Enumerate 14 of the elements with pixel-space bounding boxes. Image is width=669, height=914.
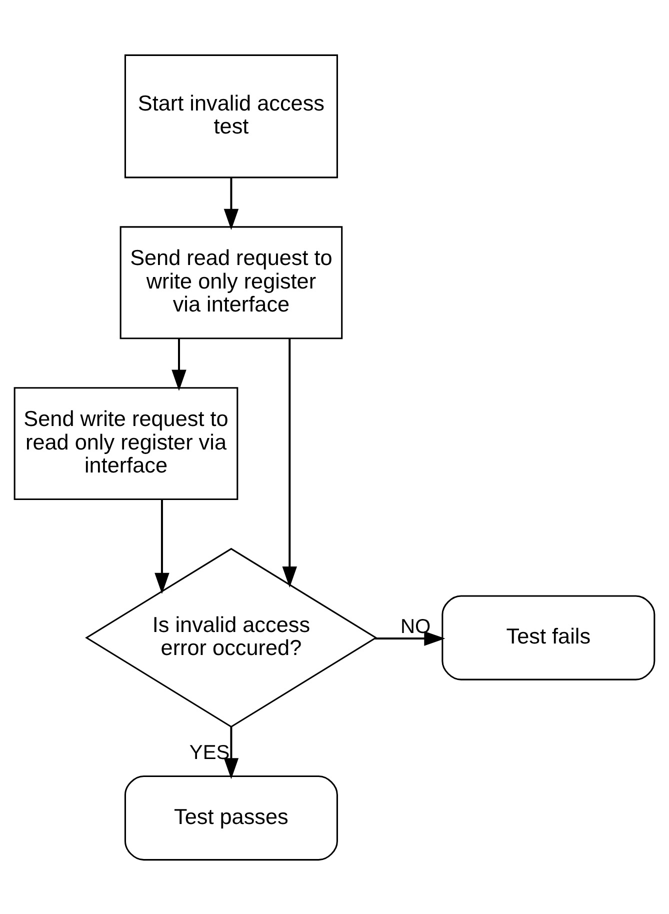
node-box: Send write request to read only register via interface: [14, 386, 238, 500]
arrow: [282, 338, 297, 588]
node-box: Test fails: [442, 594, 656, 680]
node-box: Send read request to write only register via interface: [120, 226, 343, 339]
node-diamond: Is invalid access error occured?: [85, 547, 378, 728]
arrow: [224, 726, 239, 779]
arrow: [154, 499, 170, 594]
arrow: [172, 338, 186, 390]
arrow: [374, 630, 446, 646]
node-box: Test passes: [124, 774, 338, 860]
node-box: Start invalid access test: [124, 54, 338, 178]
edge-label: NO: [400, 615, 431, 638]
edge-label: YES: [189, 742, 230, 764]
arrow: [224, 177, 239, 230]
